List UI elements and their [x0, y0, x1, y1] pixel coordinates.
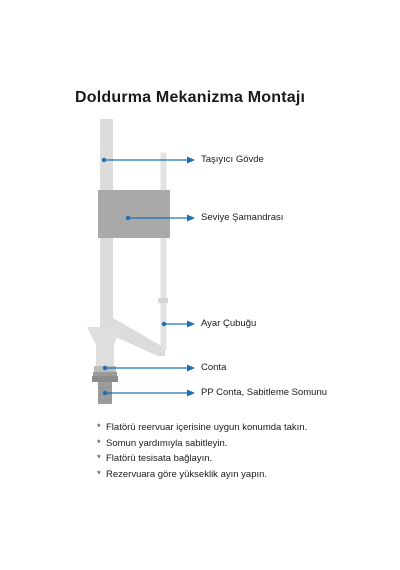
callout-label-body: Taşıyıcı Gövde: [201, 154, 264, 165]
instruction-item: *Flatörü tesisata bağlayın.: [97, 453, 213, 464]
callout-arrow-nut: [102, 389, 195, 397]
rod-clip: [158, 298, 168, 303]
callout-label-float: Seviye Şamandrası: [201, 212, 284, 223]
page-title: Doldurma Mekanizma Montajı: [75, 89, 306, 106]
instruction-item: *Rezervuara göre yükseklik ayın yapın.: [97, 468, 268, 480]
instruction-item: *Somun yardımıyla sabitleyin.: [97, 437, 228, 449]
pp-seal: [93, 372, 117, 376]
callout-arrow-float: [125, 214, 195, 222]
callout-label-seal: Conta: [201, 362, 227, 373]
callout-arrow-seal: [102, 364, 195, 372]
callout-arrow-rod: [161, 320, 195, 328]
valve-neck: [96, 345, 114, 367]
fixing-nut: [92, 376, 118, 382]
valve-cone: [87, 327, 121, 345]
instruction-item: *Flatörü reervuar içerisine uygun konumd…: [97, 422, 308, 433]
adjustment-rod: [160, 152, 167, 351]
level-float: [98, 190, 170, 238]
callout-arrow-body: [101, 156, 195, 164]
callout-label-nut: PP Conta, Sabitleme Somunu: [201, 387, 328, 398]
instruction-list: *Flatörü reervuar içerisine uygun konumd…: [97, 420, 307, 482]
callout-label-rod: Ayar Çubuğu: [201, 318, 257, 329]
